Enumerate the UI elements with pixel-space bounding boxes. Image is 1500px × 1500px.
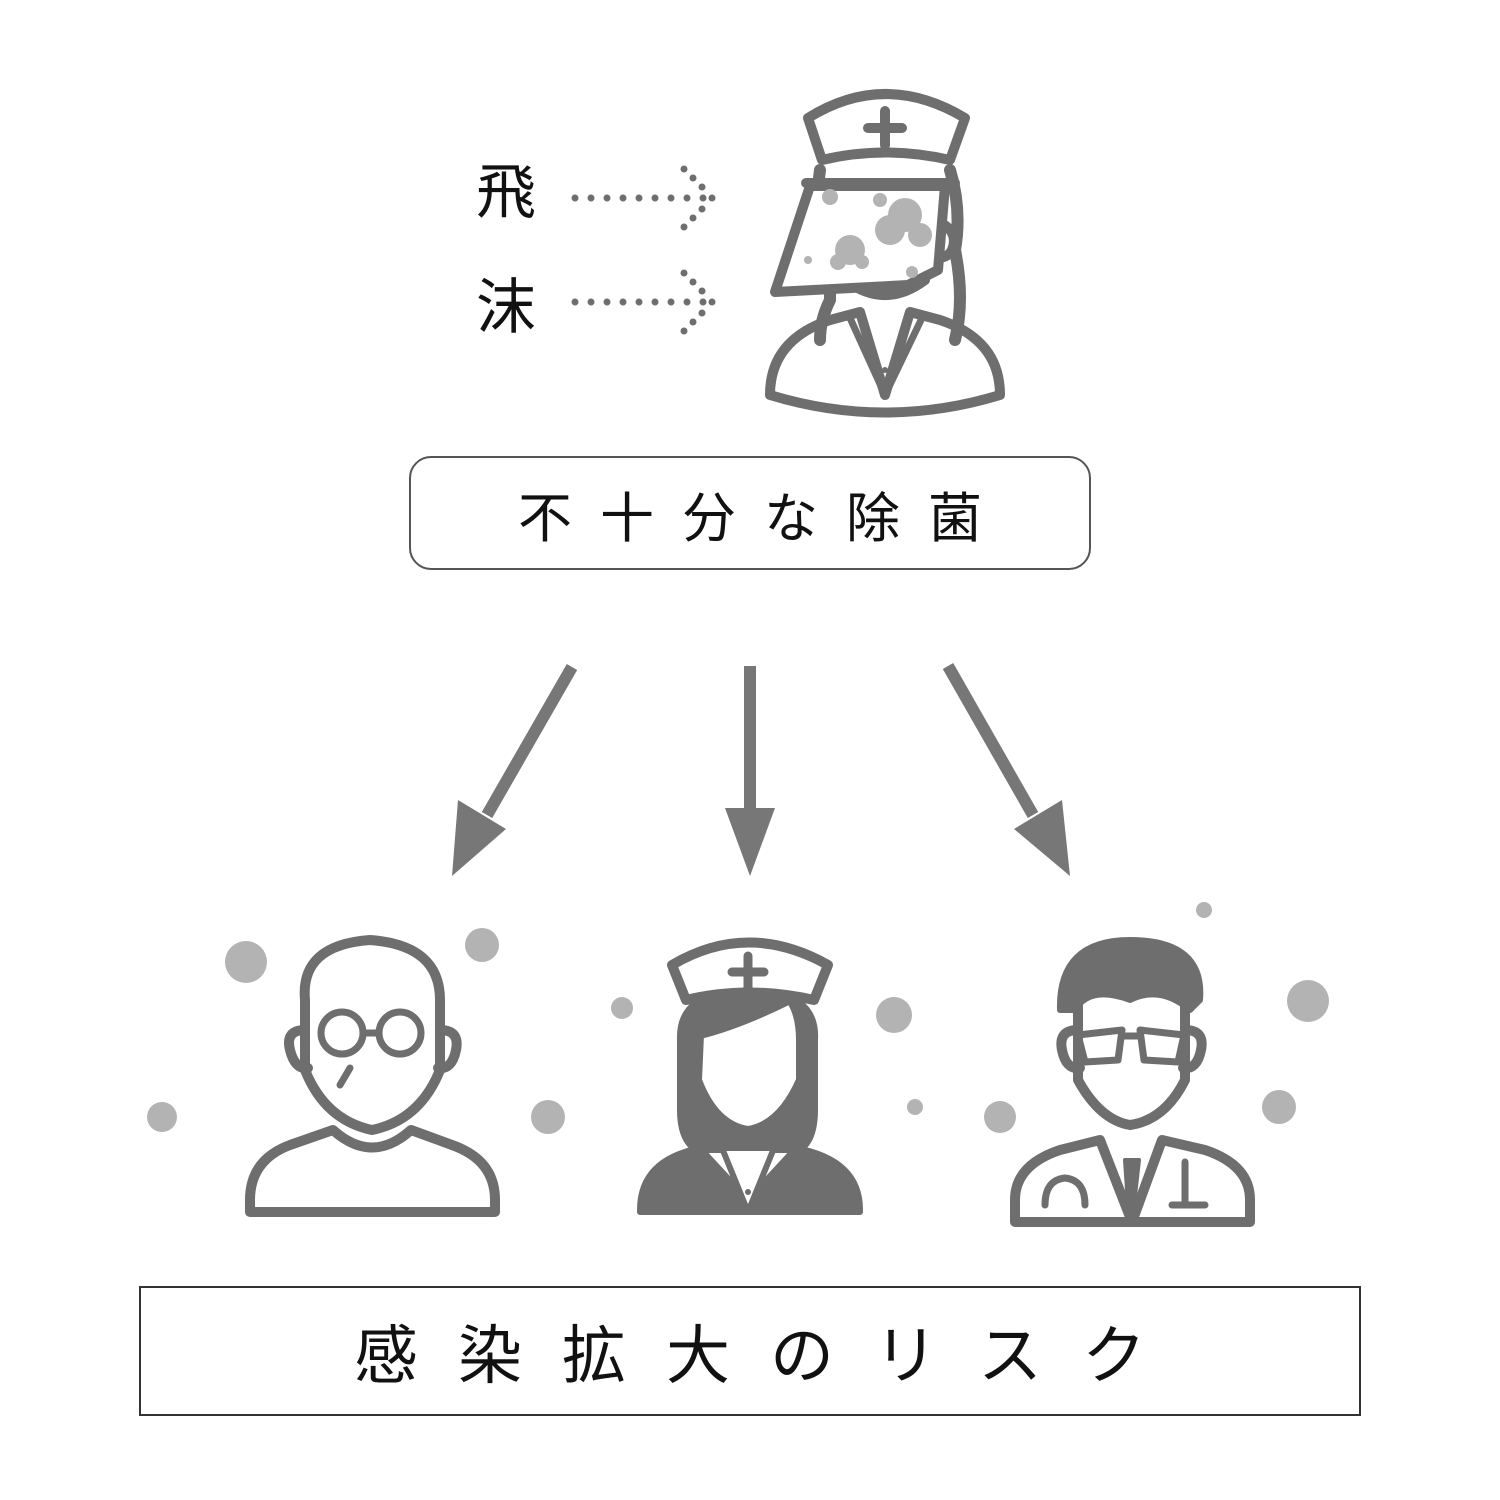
nurse-icon: [637, 937, 863, 1215]
nurse-with-face-shield-icon: [765, 89, 1005, 418]
droplet-label-bottom: 沫: [476, 273, 536, 343]
arrow-left: [452, 664, 578, 876]
cause-box: 不十分な除菌: [409, 456, 1091, 570]
arrow-center: [725, 666, 775, 876]
droplets: [147, 902, 1329, 1134]
arrow-right: [942, 663, 1070, 876]
doctor-with-stethoscope-icon: [1010, 937, 1255, 1227]
droplet-arrow-bottom: [571, 269, 716, 335]
droplet-label-top: 飛: [476, 158, 536, 228]
bald-man-with-glasses-icon: [245, 935, 500, 1217]
risk-label: 感染拡大のリスク: [354, 1320, 1186, 1394]
cause-label: 不十分な除菌: [518, 486, 1010, 550]
droplet-arrow-top: [571, 165, 716, 231]
risk-box: 感染拡大のリスク: [139, 1286, 1361, 1416]
